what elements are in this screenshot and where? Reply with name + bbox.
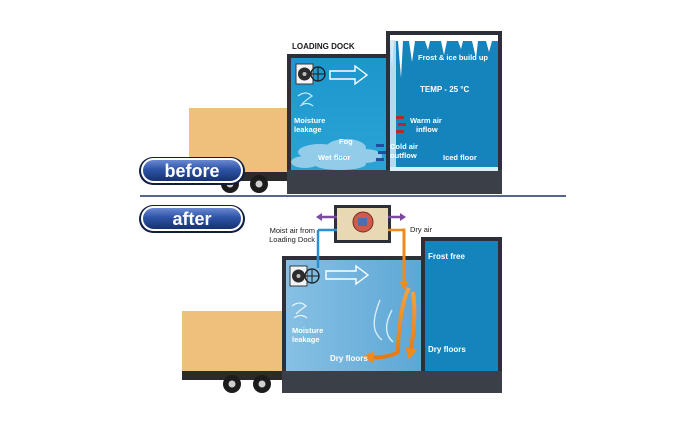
after-truck-wheel-icon [223,375,271,393]
fog-cloud [291,139,382,170]
cold-air-label-1: Cold air [390,142,418,151]
cold-air-arrows [376,144,386,161]
frost-side-wall [390,40,396,170]
after-dry-floors-freezer: Dry floors [428,345,466,354]
after-badge: after [139,205,245,233]
fog-label: Fog [339,137,353,146]
dry-air-down-arrow [405,291,418,360]
fan-unit-icon [295,63,326,85]
wind-swirl-icon [297,92,314,107]
purple-arrow-left [316,213,322,221]
after-dry-floors-dock: Dry floors [330,354,368,363]
moist-air-label-1: Moist air from [270,226,315,235]
after-trailer-box [182,311,282,374]
dry-air-curve-arrow [362,286,411,364]
moist-air-label-2: Loading Dock [269,235,315,244]
loading-dock-title: LOADING DOCK [292,42,355,51]
freezer-room [390,35,498,170]
after-floor-slab [282,371,502,393]
after-wind-swirl-icon [291,302,308,319]
cold-air-label-2: outflow [390,151,417,160]
after-moisture-label-2: leakage [292,335,320,344]
dry-air-label: Dry air [410,225,433,234]
dry-air-duct [399,228,409,291]
warm-air-label-1: Warm air [410,116,442,125]
icicles-icon [390,35,498,78]
flow-arrow-icon [329,64,369,86]
wet-floor-label: Wet floor [318,153,350,162]
before-badge-label: before [164,161,219,181]
after-freezer-room [425,241,498,371]
after-badge-label: after [172,209,211,229]
after-moisture-label-1: Moisture [292,326,323,335]
frost-label: Frost & ice build up [418,53,488,62]
before-badge: before [139,157,245,185]
faint-airflow-arrows [373,299,394,343]
after-fan-unit-icon [289,265,320,287]
before-moisture-label-2: leakage [294,125,322,134]
after-scene: after Frost free Dry floors [139,205,502,393]
purple-arrow-right [400,213,406,221]
dehumidifier-icon [334,205,391,243]
iced-floor-label: Iced floor [443,153,477,162]
temp-label: TEMP - 25 °C [420,85,470,94]
warm-air-label-2: inflow [416,125,438,134]
after-flow-arrow-icon [325,264,370,286]
before-scene: LOADING DOCK Moisture leakage Fog Wet fl [139,31,502,194]
frost-free-label: Frost free [428,252,465,261]
before-ice-floor [390,167,498,171]
before-moisture-label-1: Moisture [294,116,325,125]
warm-air-arrows [396,116,406,133]
before-floor-slab [287,170,502,194]
